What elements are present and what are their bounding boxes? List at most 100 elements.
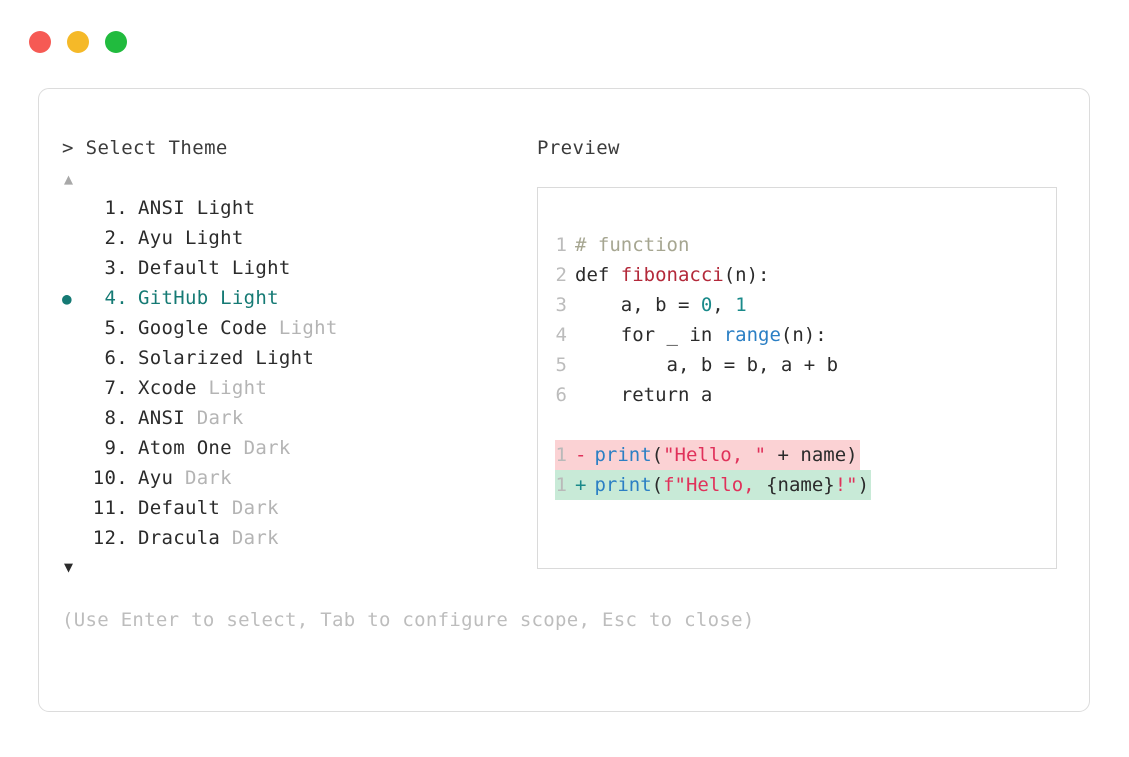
code-line-text: a, b = 0, 1	[567, 290, 747, 320]
theme-item-number: 7.	[104, 377, 128, 399]
code-line: 5 a, b = b, a + b	[538, 350, 1056, 380]
theme-list-item[interactable]: 1. ANSI Light	[62, 193, 532, 223]
theme-list-item[interactable]: ●4. GitHub Light	[62, 283, 532, 313]
selection-bullet-placeholder	[62, 224, 88, 254]
code-token-str: "Hello, "	[663, 444, 767, 466]
code-line: 4 for _ in range(n):	[538, 320, 1056, 350]
code-token-plain: )	[857, 474, 870, 496]
theme-list-item[interactable]: 11. Default Dark	[62, 493, 532, 523]
theme-selector-card: > Select Theme ▲ 1. ANSI Light 2. Ayu Li…	[38, 88, 1090, 712]
theme-item-gap	[128, 193, 138, 223]
card-columns: > Select Theme ▲ 1. ANSI Light 2. Ayu Li…	[39, 89, 1089, 711]
diff-line-content: -print("Hello, " + name)	[567, 440, 858, 470]
code-spacer	[538, 410, 1056, 440]
selection-bullet-placeholder	[62, 524, 88, 554]
theme-item-variant-suffix: Light	[267, 317, 338, 339]
code-token-str: f"Hello,	[663, 474, 767, 496]
theme-item-number: 12.	[92, 527, 128, 549]
selection-bullet-placeholder	[62, 404, 88, 434]
selection-bullet-placeholder	[62, 254, 88, 284]
diff-sign-add: +	[575, 474, 587, 496]
code-token-str: !"	[834, 474, 858, 496]
code-token-plain: (	[651, 444, 664, 466]
code-line-text: for _ in range(n):	[567, 320, 827, 350]
code-line-number: 4	[555, 324, 567, 346]
code-token-builtin: print	[594, 474, 652, 496]
diff-sign-del: -	[575, 444, 587, 466]
code-token-plain: for _ in	[575, 324, 724, 346]
diff-highlight: 1 + print(f"Hello, {name}!")	[555, 470, 872, 500]
theme-item-gap	[128, 283, 138, 313]
code-line-text: return a	[567, 380, 713, 410]
code-token-plain: a, b =	[575, 294, 701, 316]
theme-item-number: 2.	[104, 227, 128, 249]
theme-list-item[interactable]: 10. Ayu Dark	[62, 463, 532, 493]
theme-item-variant-suffix: Dark	[220, 497, 279, 519]
selection-bullet-placeholder	[62, 434, 88, 464]
keyboard-hint: (Use Enter to select, Tab to configure s…	[62, 609, 755, 631]
diff-line-text: print(f"Hello, {name}!")	[594, 470, 869, 500]
diff-line-number: 1	[555, 474, 567, 496]
selection-bullet-placeholder	[62, 374, 88, 404]
theme-item-variant-suffix: Light	[220, 257, 291, 279]
scroll-up-arrow-icon[interactable]: ▲	[64, 170, 74, 188]
theme-item-gap	[128, 343, 138, 373]
diff-line-add: 1 + print(f"Hello, {name}!")	[538, 470, 1056, 500]
diff-line-del: 1-print("Hello, " + name)	[538, 440, 1056, 470]
code-line-number: 6	[555, 384, 567, 406]
theme-item-label: Google Code	[138, 317, 268, 339]
theme-item-variant-suffix: Light	[243, 347, 315, 369]
code-line-number: 1	[555, 234, 567, 256]
theme-item-gap	[128, 373, 138, 403]
theme-list-item[interactable]: 12. Dracula Dark	[62, 523, 532, 553]
theme-item-variant-suffix: Light	[173, 227, 244, 249]
theme-item-label: Default	[138, 257, 221, 279]
theme-list-item[interactable]: 8. ANSI Dark	[62, 403, 532, 433]
theme-item-number: 6.	[104, 347, 128, 369]
window-close-button[interactable]	[29, 31, 51, 53]
code-line: 3 a, b = 0, 1	[538, 290, 1056, 320]
theme-item-number: 8.	[104, 407, 128, 429]
code-token-kw: def	[575, 264, 621, 286]
code-token-num: 1	[735, 294, 747, 316]
window-minimize-button[interactable]	[67, 31, 89, 53]
theme-item-gap	[128, 403, 138, 433]
code-line-text: # function	[567, 230, 689, 260]
preview-title: Preview	[537, 137, 620, 159]
window-maximize-button[interactable]	[105, 31, 127, 53]
theme-selector-column: > Select Theme ▲ 1. ANSI Light 2. Ayu Li…	[62, 135, 755, 633]
diff-line-number: 1	[555, 444, 567, 466]
theme-item-label: Default	[138, 497, 221, 519]
theme-list-item[interactable]: 7. Xcode Light	[62, 373, 532, 403]
code-token-plain: (n):	[723, 264, 770, 286]
theme-item-variant-suffix: Light	[208, 287, 279, 309]
theme-list: 1. ANSI Light 2. Ayu Light 3. Default Li…	[62, 193, 532, 553]
theme-list-item[interactable]: 5. Google Code Light	[62, 313, 532, 343]
code-token-builtin: range	[723, 324, 781, 346]
theme-item-variant-suffix: Dark	[184, 407, 244, 429]
diff-block: 1-print("Hello, " + name)1+print(f"Hello…	[538, 440, 1056, 500]
code-line-number: 3	[555, 294, 567, 316]
code-token-plain: (	[651, 474, 664, 496]
theme-list-item[interactable]: 6. Solarized Light	[62, 343, 532, 373]
selection-bullet-placeholder	[62, 194, 88, 224]
theme-list-item[interactable]: 3. Default Light	[62, 253, 532, 283]
theme-item-number: 4.	[104, 287, 128, 309]
theme-item-gap	[128, 433, 138, 463]
theme-item-variant-suffix: Light	[184, 197, 256, 219]
theme-item-label: GitHub	[138, 287, 209, 309]
code-token-plain: a, b = b, a + b	[575, 354, 839, 376]
theme-list-item[interactable]: 9. Atom One Dark	[62, 433, 532, 463]
selection-bullet-placeholder	[62, 494, 88, 524]
theme-item-variant-suffix: Light	[196, 377, 268, 399]
theme-item-label: Xcode	[138, 377, 197, 399]
theme-item-number: 11.	[92, 497, 128, 519]
selection-bullet-placeholder	[62, 344, 88, 374]
theme-item-number: 3.	[104, 257, 128, 279]
theme-item-gap	[128, 493, 138, 523]
code-line-number: 2	[555, 264, 567, 286]
theme-list-item[interactable]: 2. Ayu Light	[62, 223, 532, 253]
theme-item-label: Dracula	[138, 527, 221, 549]
scroll-down-arrow-icon[interactable]: ▼	[64, 558, 74, 576]
